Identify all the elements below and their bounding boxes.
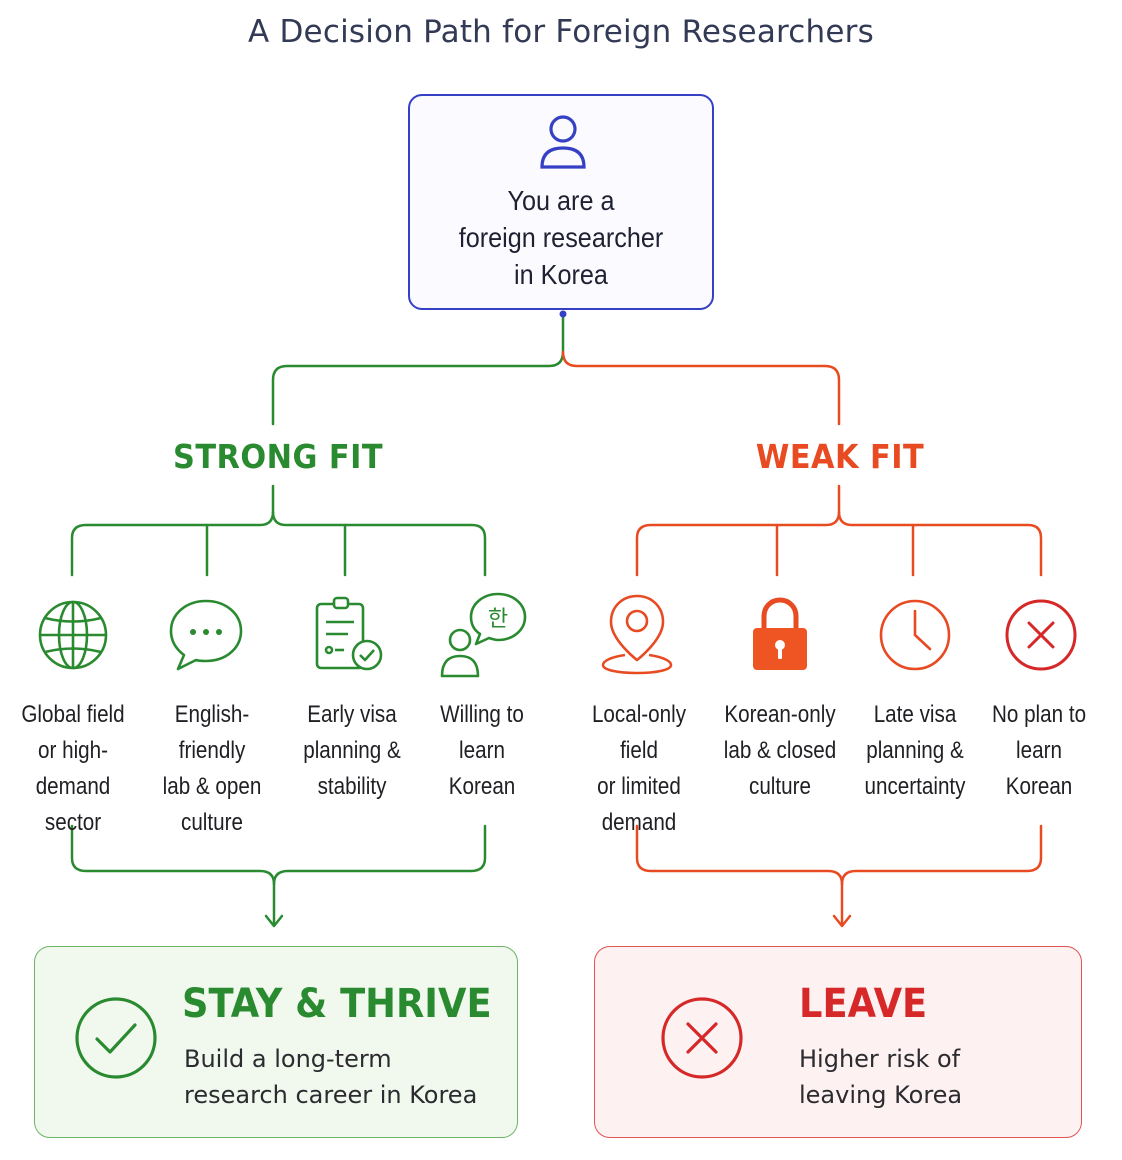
person-icon: [540, 115, 586, 169]
stay-outcome-description: Build a long-term research career in Kor…: [184, 1045, 478, 1109]
x-circle-icon: [1005, 599, 1077, 671]
clipboard-check-icon: [315, 596, 383, 671]
strong-fit-label: STRONG FIT: [172, 437, 383, 476]
map-pin-icon: [601, 594, 673, 675]
diagram-title: A Decision Path for Foreign Researchers: [248, 14, 874, 50]
korean-glyph: 한: [488, 607, 508, 632]
stay-outcome-box: STAY & THRIVE Build a long-term research…: [34, 946, 518, 1138]
leave-outcome-title: LEAVE: [799, 981, 928, 1027]
weak-branch-connector: [561, 350, 1043, 928]
stay-outcome-title: STAY & THRIVE: [182, 981, 492, 1027]
factor-late-visa: Late visa planning & uncertainty: [864, 701, 966, 800]
check-circle-icon: [75, 997, 157, 1079]
factor-willing-korean: Willing to learn Korean: [440, 701, 524, 800]
padlock-icon: [753, 597, 807, 670]
leave-outcome-box: LEAVE Higher risk of leaving Korea: [594, 946, 1082, 1138]
root-junction-dot: [559, 310, 567, 318]
factor-english-friendly: English-friendly lab & open culture: [162, 701, 262, 836]
factor-korean-only-lab: Korean-only lab & closed culture: [723, 701, 837, 800]
strong-branch-connector: [70, 310, 565, 928]
x-circle-icon: [661, 997, 743, 1079]
leave-outcome-description: Higher risk of leaving Korea: [799, 1045, 963, 1109]
person-speech-korean-icon: 한: [440, 592, 527, 678]
globe-icon: [38, 600, 108, 670]
factor-early-visa: Early visa planning & stability: [303, 701, 401, 800]
factor-no-korean-plan: No plan to learn Korean: [991, 701, 1087, 800]
factor-local-only-field: Local-only field or limited demand: [591, 701, 687, 836]
root-node: You are a foreign researcher in Korea: [408, 94, 714, 310]
clock-icon: [879, 599, 951, 671]
root-node-text: You are a foreign researcher in Korea: [458, 185, 664, 290]
weak-fit-label: WEAK FIT: [755, 437, 925, 476]
chat-bubble-icon: [169, 599, 243, 671]
factor-global-field: Global field or high-demand sector: [21, 701, 125, 836]
